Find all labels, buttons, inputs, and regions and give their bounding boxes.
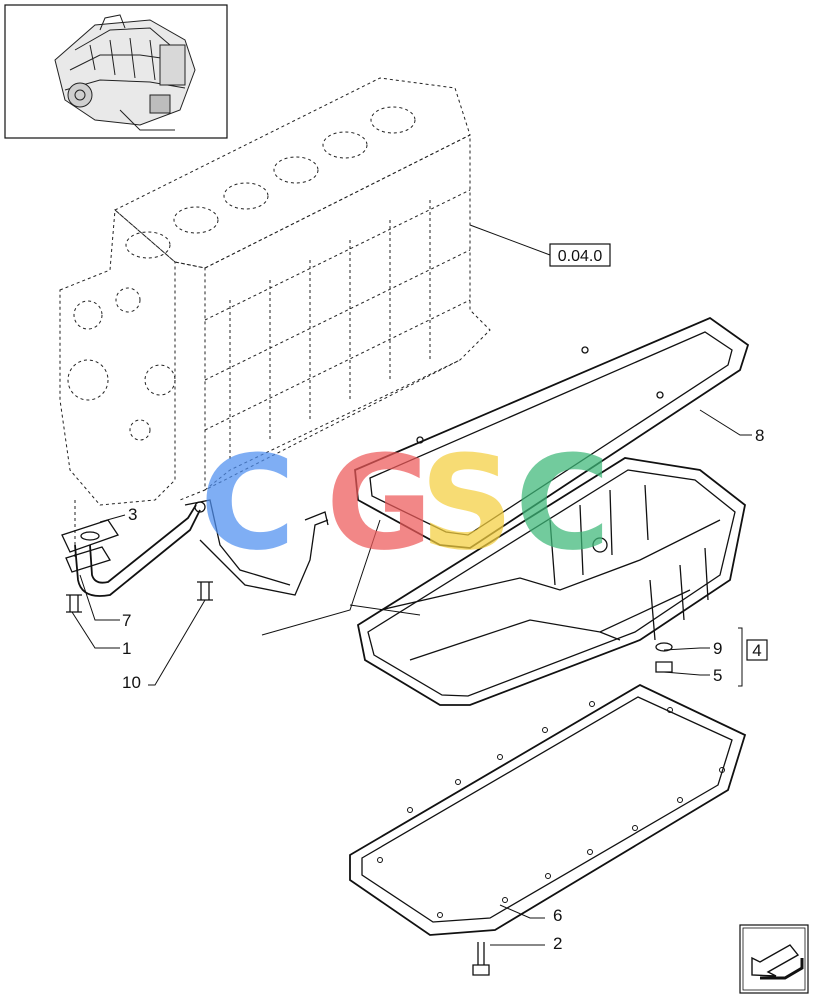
upper-oil-pan-gasket <box>354 316 750 549</box>
callout-7: 7 <box>122 611 131 630</box>
reference-label: 0.04.0 <box>558 248 603 265</box>
callout-2: 2 <box>553 934 562 953</box>
callout-10: 10 <box>122 673 141 692</box>
callout-9: 9 <box>713 639 722 658</box>
watermark-letter: S <box>420 427 514 579</box>
callout-3: 3 <box>128 505 137 524</box>
callout-1: 1 <box>122 639 131 658</box>
engine-thumbnail <box>4 4 228 139</box>
oil-suction-pipe <box>61 499 329 597</box>
callout-labels: 3 7 1 10 8 9 5 4 6 2 <box>122 426 768 953</box>
callout-4-box: 4 <box>746 639 768 661</box>
watermark-letter: C <box>200 427 295 579</box>
callout-5: 5 <box>713 666 722 685</box>
leader-lines <box>71 224 752 946</box>
lower-oil-pan-frame <box>349 683 747 936</box>
callout-6: 6 <box>553 906 562 925</box>
screws <box>66 581 673 976</box>
callout-4: 4 <box>752 641 761 660</box>
next-page-arrow-icon[interactable] <box>739 924 809 994</box>
watermark: C G S C <box>200 427 610 579</box>
engine-block-phantom <box>59 77 491 560</box>
watermark-letter: G <box>326 427 433 579</box>
watermark-letter: C <box>515 427 610 579</box>
reference-box[interactable]: 0.04.0 <box>549 243 611 267</box>
oil-pan <box>356 457 746 706</box>
callout-8: 8 <box>755 426 764 445</box>
